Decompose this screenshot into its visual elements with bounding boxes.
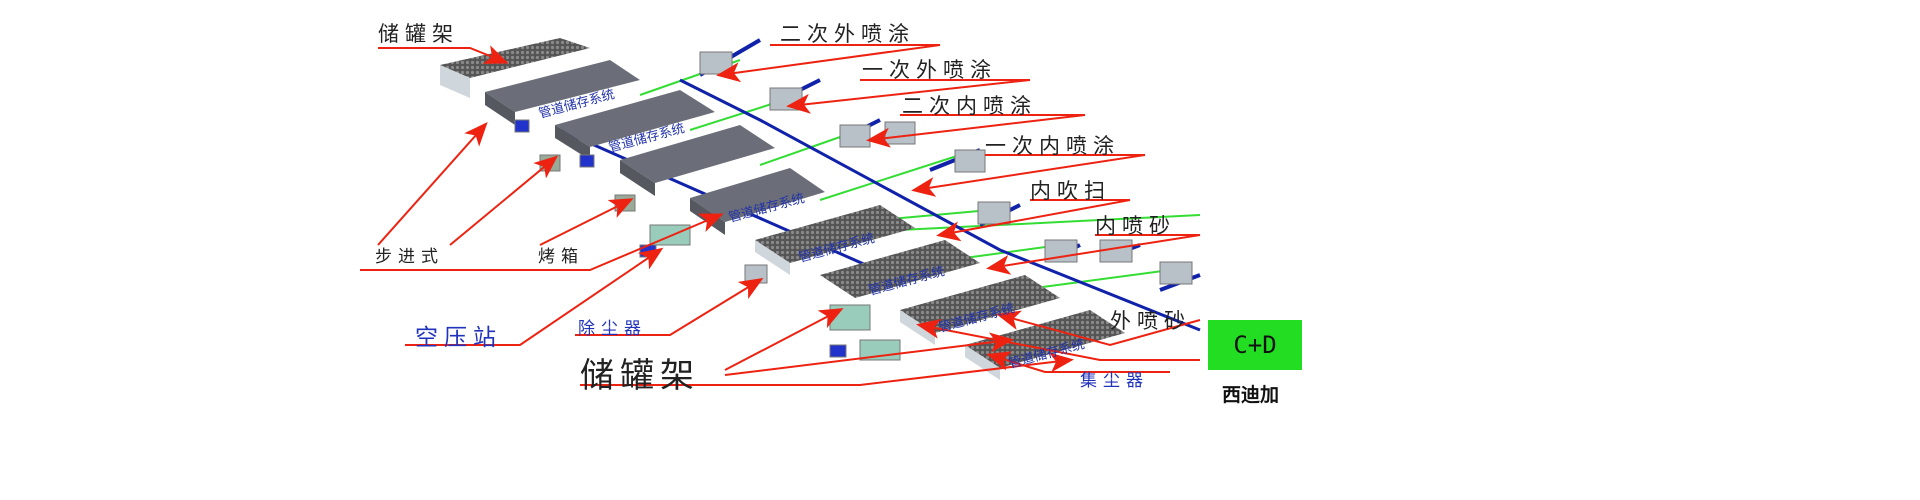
label-outer-blast: 外喷砂	[1110, 309, 1191, 333]
brand-name: 西迪加	[1222, 384, 1280, 406]
label-rack-top: 储罐架	[378, 22, 459, 46]
label-air-compressor: 空压站	[415, 325, 502, 351]
label-walking-beam: 步进式	[375, 247, 444, 267]
brand-logo: C+D	[1208, 320, 1302, 370]
label-oven: 烤箱	[538, 247, 584, 267]
label-inner-spray-2: 二次内喷涂	[902, 94, 1037, 118]
annotation-arrows	[360, 44, 1201, 386]
label-outer-spray-1: 一次外喷涂	[862, 58, 997, 82]
label-inner-spray-1: 一次内喷涂	[985, 134, 1120, 158]
storage-rack-top	[440, 38, 590, 98]
label-outer-spray-2: 二次外喷涂	[780, 22, 915, 46]
label-inner-blast: 内喷砂	[1095, 214, 1176, 238]
label-dust-collector: 集尘器	[1080, 371, 1149, 391]
label-rack-bottom: 储罐架	[580, 356, 700, 396]
label-inner-blow: 内吹扫	[1030, 179, 1111, 203]
label-dust-remover: 除尘器	[578, 319, 647, 339]
ovens	[485, 60, 825, 235]
